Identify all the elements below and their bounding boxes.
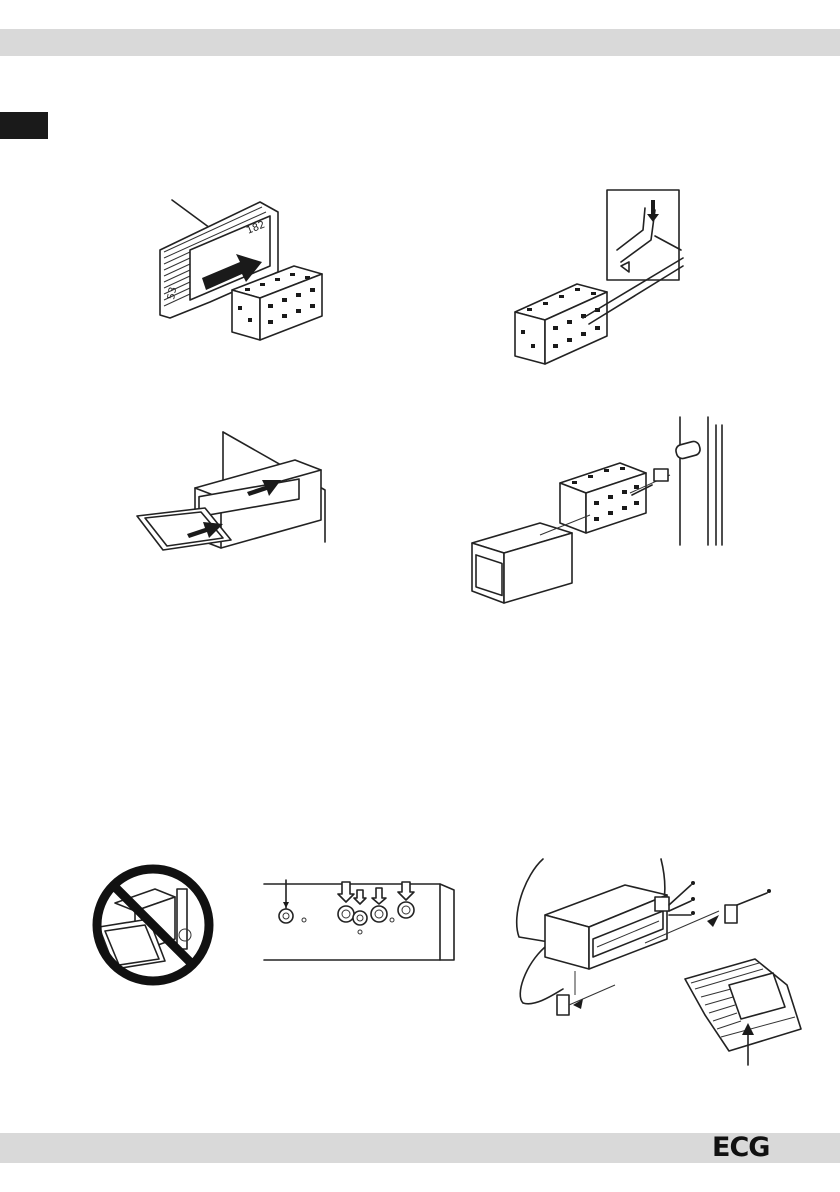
radio-unit <box>545 885 667 969</box>
figure-bend-tabs <box>505 188 685 368</box>
mounting-sleeve <box>515 284 607 364</box>
dimension-height-label: 53 <box>166 286 179 300</box>
brand-logo: ECG <box>712 1133 769 1163</box>
figure-insert-unit <box>135 430 335 580</box>
figure-insert-sleeve: 182 53 <box>150 190 330 330</box>
language-tab <box>0 112 48 139</box>
iso-bracket-left <box>557 995 569 1015</box>
figure-bracket-mount <box>505 855 805 1065</box>
mounting-sleeve <box>560 463 646 533</box>
iso-bracket-right <box>725 905 737 923</box>
trim-frame <box>685 959 801 1051</box>
figure-exploded-mount <box>470 415 730 605</box>
figure-rear-panel <box>262 880 462 965</box>
radio-unit <box>472 523 572 603</box>
figure-prohibited <box>85 865 225 990</box>
header-bar <box>0 29 840 56</box>
